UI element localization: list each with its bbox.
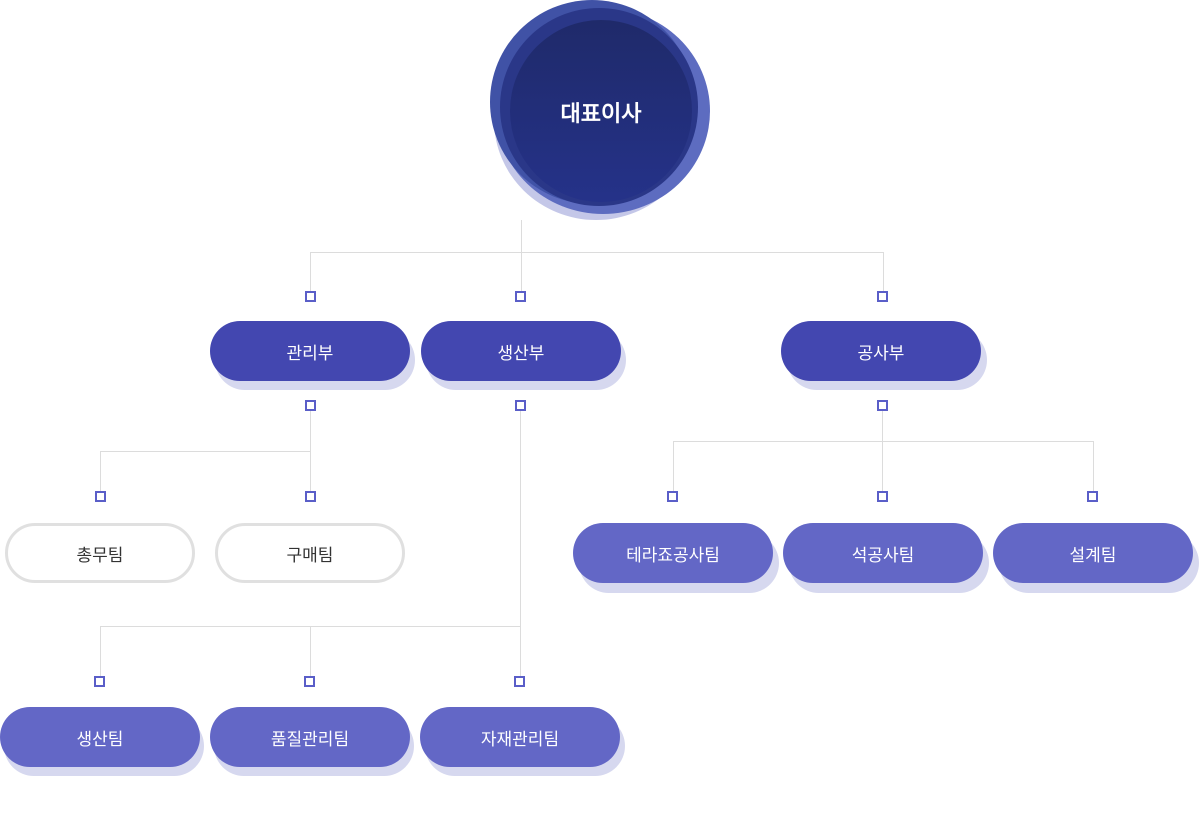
connector-ceo-row bbox=[310, 252, 884, 253]
team-purchasing: 구매팀 bbox=[215, 523, 405, 583]
department-production: 생산부 bbox=[421, 321, 621, 381]
team-general-affairs: 총무팀 bbox=[5, 523, 195, 583]
connector bbox=[100, 451, 311, 452]
node-marker bbox=[304, 676, 315, 687]
connector bbox=[100, 451, 101, 496]
node-marker bbox=[94, 676, 105, 687]
connector bbox=[310, 252, 311, 296]
team-stone-construction: 석공사팀 bbox=[783, 523, 983, 583]
connector bbox=[882, 405, 883, 496]
node-marker bbox=[514, 676, 525, 687]
node-marker bbox=[1087, 491, 1098, 502]
connector bbox=[673, 441, 1094, 442]
ceo-label: 대표이사 bbox=[560, 102, 642, 127]
ceo-circle-core bbox=[510, 20, 692, 202]
node-marker bbox=[95, 491, 106, 502]
connector bbox=[310, 405, 311, 496]
node-marker bbox=[667, 491, 678, 502]
connector bbox=[673, 441, 674, 496]
node-marker bbox=[877, 291, 888, 302]
connector bbox=[520, 405, 521, 681]
node-marker bbox=[877, 400, 888, 411]
department-construction: 공사부 bbox=[781, 321, 981, 381]
team-quality-control: 품질관리팀 bbox=[210, 707, 410, 767]
node-marker bbox=[305, 491, 316, 502]
team-terrazzo-construction: 테라죠공사팀 bbox=[573, 523, 773, 583]
connector bbox=[310, 626, 311, 681]
node-marker bbox=[515, 400, 526, 411]
connector bbox=[521, 220, 522, 296]
team-design: 설계팀 bbox=[993, 523, 1193, 583]
connector bbox=[1093, 441, 1094, 496]
connector bbox=[100, 626, 101, 681]
node-marker bbox=[305, 400, 316, 411]
team-production: 생산팀 bbox=[0, 707, 200, 767]
ceo-node: 대표이사 bbox=[486, 0, 716, 225]
department-management: 관리부 bbox=[210, 321, 410, 381]
connector bbox=[883, 252, 884, 296]
node-marker bbox=[877, 491, 888, 502]
node-marker bbox=[305, 291, 316, 302]
team-materials-management: 자재관리팀 bbox=[420, 707, 620, 767]
node-marker bbox=[515, 291, 526, 302]
